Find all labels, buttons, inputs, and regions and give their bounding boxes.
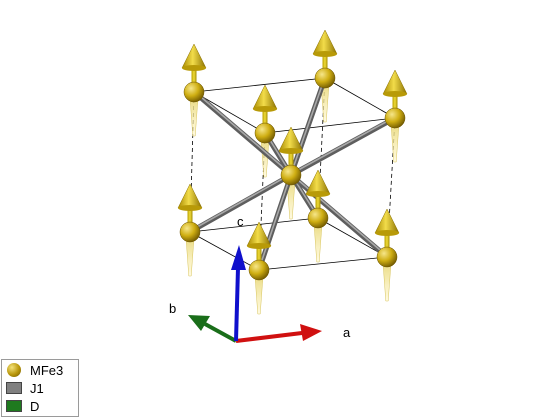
mfe3-atom[interactable] [179, 221, 201, 243]
axis-a-head [300, 324, 322, 341]
axis-b-label: b [169, 301, 176, 316]
spin-tail [382, 262, 392, 302]
spin-arrow-head [374, 208, 400, 234]
legend: MFe3 J1 D [1, 359, 79, 417]
legend-label-d: D [30, 398, 40, 414]
legend-item-mfe3: MFe3 [6, 361, 63, 379]
spin-arrow-base [306, 191, 330, 197]
j1-bond [288, 115, 398, 178]
j1-bond-highlight [193, 90, 292, 175]
spin-stem [191, 62, 197, 88]
dm-swatch-icon [6, 400, 22, 412]
spin-stem [392, 88, 398, 114]
spin-tail [254, 275, 264, 315]
j1-bond-highlight [290, 116, 396, 175]
spin-arrows [177, 29, 408, 266]
mfe3-atom[interactable] [314, 67, 336, 89]
spin-arrow-head [177, 183, 203, 209]
mfe3-atom[interactable] [307, 207, 329, 229]
spin-tail [189, 97, 199, 137]
spin-arrow-base [247, 243, 271, 249]
axis-c-shaft [234, 267, 240, 342]
spin-tail [313, 223, 323, 263]
legend-label-mfe3: MFe3 [30, 362, 64, 378]
spin-tail [185, 237, 195, 277]
mfe3-atom[interactable] [280, 164, 302, 186]
spin-stem [256, 240, 262, 266]
cell-edge [264, 117, 396, 134]
spin-arrow-base [253, 106, 277, 112]
mfe3-atom[interactable] [254, 122, 276, 144]
spin-stem [322, 48, 328, 74]
spin-arrow-base [375, 230, 399, 236]
spin-stem [315, 188, 321, 214]
j1-bond-highlight [258, 173, 292, 270]
axis-a-label: a [343, 325, 351, 340]
cell-edge [189, 217, 319, 233]
axis-a-shaft [235, 331, 303, 343]
j1-bonds [187, 75, 398, 273]
cell-edge [258, 256, 388, 271]
spin-arrow-head [312, 29, 338, 55]
mfe3-atoms [179, 67, 406, 281]
cell-edge [193, 91, 266, 134]
axis-c-label: c [237, 214, 244, 229]
cell-edge [324, 77, 396, 119]
spin-tail [390, 123, 400, 163]
axis-c-head [231, 245, 246, 270]
j1-bond [187, 172, 294, 235]
spin-arrow-base [383, 91, 407, 97]
lattice-axes: a b c [169, 214, 351, 343]
cell-edge [189, 231, 260, 271]
spin-stem [187, 202, 193, 228]
mfe3-atom[interactable] [376, 246, 398, 268]
j1-bond-highlight [290, 76, 326, 175]
axis-b-head [188, 315, 210, 331]
spin-stem [262, 103, 268, 129]
spin-arrow-base [182, 65, 206, 71]
bond-swatch-icon [6, 382, 22, 394]
legend-label-j1: J1 [30, 380, 44, 396]
j1-bond-highlight [290, 173, 388, 257]
spin-stem [288, 145, 294, 171]
legend-item-d: D [6, 397, 39, 415]
spin-arrow-head [305, 169, 331, 195]
spin-arrow-head [382, 69, 408, 95]
spin-arrow-base [178, 205, 202, 211]
legend-item-j1: J1 [6, 379, 44, 397]
spin-arrow-head [181, 43, 207, 69]
cell-edge [193, 77, 326, 93]
mfe3-atom[interactable] [183, 81, 205, 103]
j1-bond-highlight [189, 173, 292, 232]
spin-arrow-base [279, 148, 303, 154]
spin-stem [384, 227, 390, 253]
spin-arrow-head [252, 84, 278, 110]
mfe3-atom[interactable] [384, 107, 406, 129]
axis-b-shaft [204, 322, 237, 343]
spin-tails [185, 83, 400, 315]
mfe3-atom[interactable] [248, 259, 270, 281]
spin-arrow-base [313, 51, 337, 57]
cell-edge [317, 217, 388, 258]
atom-sphere-icon [7, 363, 21, 377]
